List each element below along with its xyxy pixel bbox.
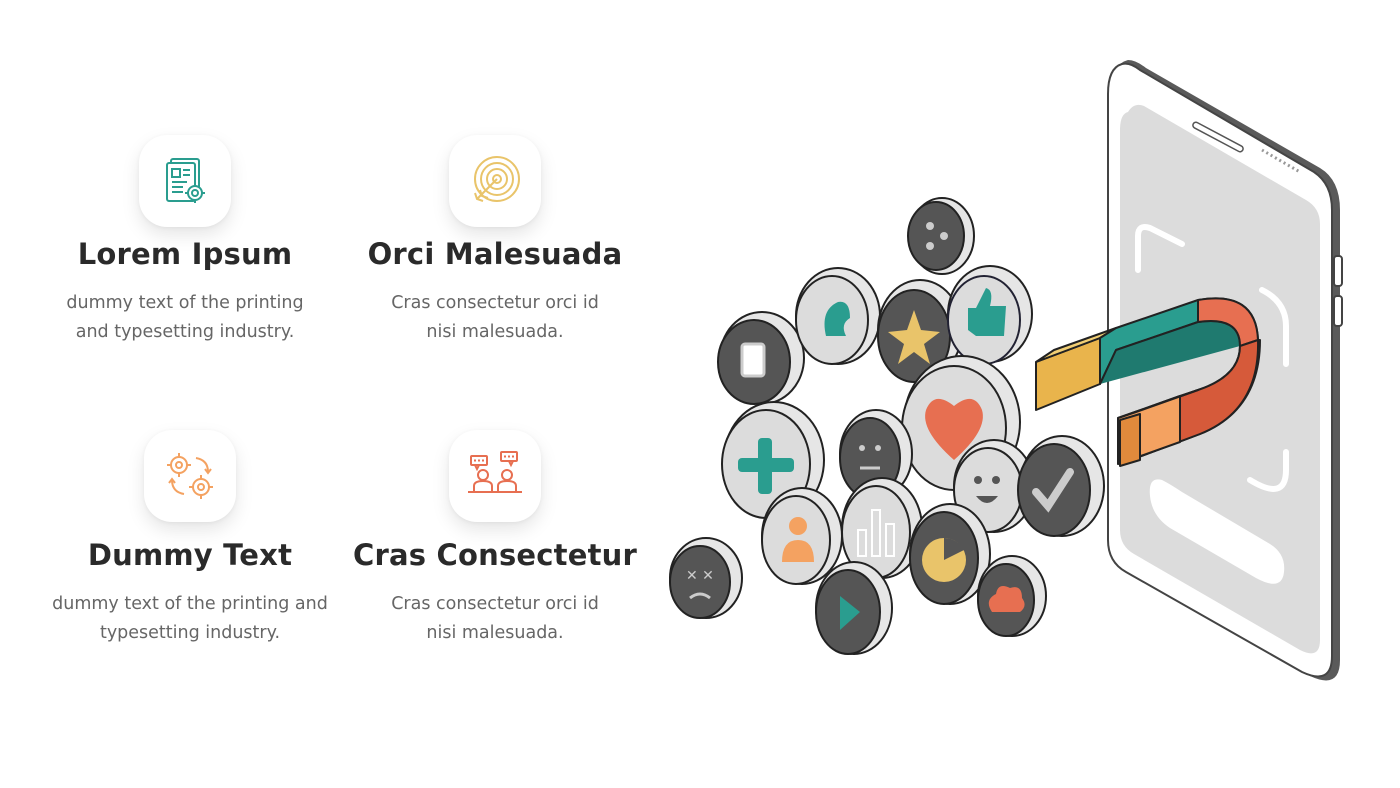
bar-chart-icon [841, 477, 923, 579]
play-icon [815, 561, 893, 655]
feature-title: Cras Consectetur [352, 538, 638, 572]
document-gear-icon [166, 158, 205, 203]
feature-description: Cras consectetur orci id nisi malesuada. [391, 293, 599, 342]
icon-disc-cluster: ✕ ✕ [669, 197, 1105, 655]
thumbs-up-icon [947, 265, 1033, 365]
magnet [1035, 297, 1261, 467]
team-chat-icon [468, 451, 522, 493]
feature-description: dummy text of the printing and typesetti… [66, 293, 304, 342]
document-gear-icon-tile [139, 135, 231, 227]
ear-icon [795, 267, 881, 365]
share-icon [907, 197, 975, 275]
feature-title: Orci Malesuada [367, 237, 623, 271]
pie-chart-icon [909, 503, 991, 605]
feature-orci-malesuada: Orci Malesuada Cras consectetur orci id … [345, 135, 645, 347]
target-arrow-icon [474, 156, 520, 202]
gears-cycle-icon [167, 453, 213, 499]
star-icon [877, 279, 963, 383]
stop-icon [717, 311, 805, 405]
user-icon [761, 487, 843, 585]
feature-dummy-text: Dummy Text dummy text of the printing an… [40, 430, 340, 648]
feature-title: Dummy Text [87, 538, 293, 572]
checkmark-icon [1017, 435, 1105, 537]
gears-cycle-icon-tile [144, 430, 236, 522]
feature-description: dummy text of the printing and typesetti… [52, 594, 328, 643]
team-chat-icon-tile [449, 430, 541, 522]
target-arrow-icon-tile [449, 135, 541, 227]
feature-lorem-ipsum: Lorem Ipsum dummy text of the printing a… [35, 135, 335, 347]
phone-magnet-illustration: ✕ ✕ [669, 60, 1343, 681]
feature-cras-consectetur: Cras Consectetur Cras consectetur orci i… [345, 430, 645, 648]
feature-description: Cras consectetur orci id nisi malesuada. [391, 594, 599, 643]
cloud-icon [977, 555, 1047, 637]
feature-title: Lorem Ipsum [77, 237, 293, 271]
svg-text:✕ ✕: ✕ ✕ [686, 568, 714, 584]
dizzy-face-icon: ✕ ✕ [669, 537, 743, 619]
smartphone [1107, 60, 1343, 681]
